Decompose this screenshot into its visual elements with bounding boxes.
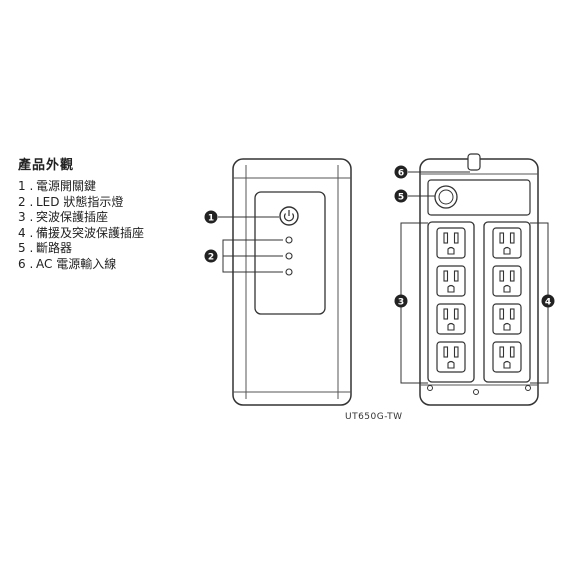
led-2: [285, 252, 293, 260]
legend-item-4: 4 .備援及突波保護插座: [18, 226, 144, 242]
led-1: [285, 236, 293, 244]
legend-item-1: 1 .電源開關鍵: [18, 179, 144, 195]
callout-4: 4: [541, 294, 555, 308]
legend-num: 6 .: [18, 256, 34, 271]
callout-2: 2: [204, 249, 218, 263]
svg-text:6: 6: [398, 169, 404, 179]
legend-label: 斷路器: [36, 241, 73, 255]
svg-text:5: 5: [398, 193, 404, 203]
legend-num: 1 .: [18, 179, 34, 193]
legend-list: 1 .電源開關鍵 2 .LED 狀態指示燈 3 .突波保護插座 4 .備援及突波…: [18, 179, 144, 272]
legend-item-3: 3 .突波保護插座: [18, 210, 144, 226]
legend-title: 產品外觀: [18, 158, 75, 173]
callout-3: 3: [394, 294, 408, 308]
callout-6: 6: [394, 165, 408, 179]
legend-label: 突波保護插座: [36, 210, 109, 224]
power-icon: [279, 206, 299, 226]
model-label: UT650G-TW: [345, 412, 403, 422]
rear-view: [419, 153, 539, 406]
legend-num: 4 .: [18, 225, 34, 240]
svg-text:1: 1: [208, 214, 214, 224]
screw: [473, 389, 479, 395]
legend-label: AC 電源輸入線: [36, 256, 117, 271]
legend-label: 備援及突波保護插座: [36, 225, 145, 240]
callout-1: 1: [204, 210, 218, 224]
legend-item-6: 6 .AC 電源輸入線: [18, 257, 144, 273]
legend-item-2: 2 .LED 狀態指示燈: [18, 195, 144, 211]
svg-text:3: 3: [398, 298, 404, 308]
legend-item-5: 5 .斷路器: [18, 241, 144, 257]
legend-num: 2 .: [18, 194, 34, 209]
callout-5: 5: [394, 189, 408, 203]
led-3: [285, 268, 293, 276]
svg-text:4: 4: [545, 298, 551, 308]
circuit-breaker-inner: [438, 189, 454, 205]
screw: [525, 385, 531, 391]
svg-text:2: 2: [208, 253, 214, 263]
ac-input-cord: [467, 153, 481, 171]
legend-num: 3 .: [18, 210, 34, 224]
legend: 產品外觀 1 .電源開關鍵 2 .LED 狀態指示燈 3 .突波保護插座 4 .…: [18, 154, 144, 272]
legend-label: 電源開關鍵: [36, 179, 97, 193]
screw: [427, 385, 433, 391]
legend-label: LED 狀態指示燈: [36, 194, 124, 209]
legend-num: 5 .: [18, 241, 34, 255]
front-view: [232, 158, 352, 406]
